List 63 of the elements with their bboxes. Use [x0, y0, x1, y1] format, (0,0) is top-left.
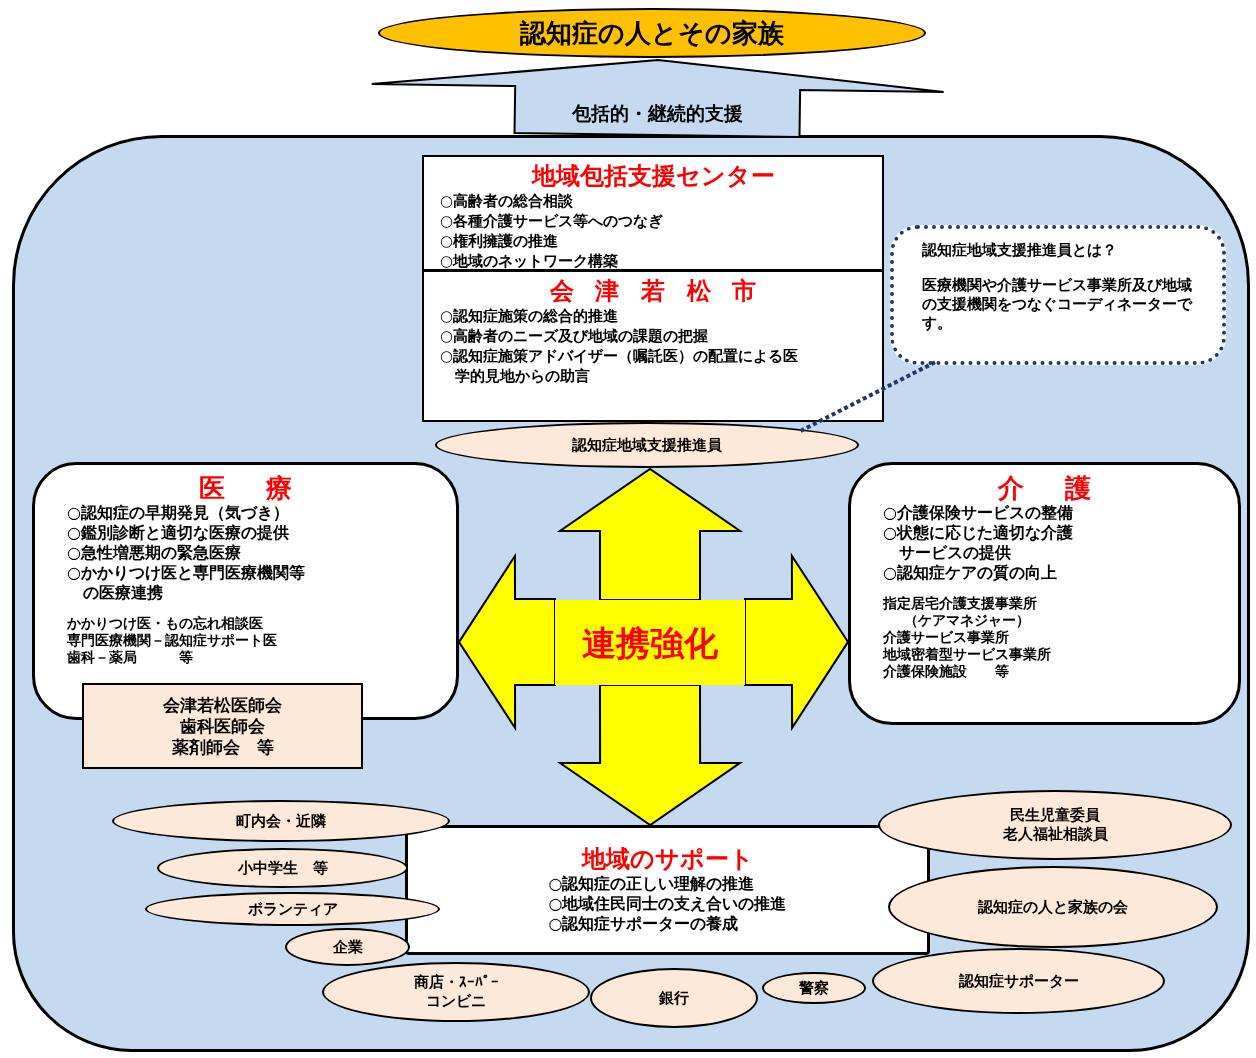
- bullet-item: ○認知症施策の総合的推進: [440, 306, 620, 326]
- oval-text: 警察: [799, 978, 829, 998]
- block-arrow: [556, 467, 744, 601]
- panel-heading: 医療: [197, 473, 334, 503]
- panel-heading: 地域包括支援センター: [531, 161, 775, 191]
- organization-name: 会津若松医師会: [163, 694, 282, 716]
- bullet-item: ○認知症ケアの質の向上: [883, 563, 1058, 583]
- oval-text: 老人福祉相談員: [1002, 825, 1108, 844]
- leader-line: [799, 360, 936, 433]
- list-item: かかりつけ医・もの忘れ相談医: [67, 615, 264, 632]
- oval-text: 認知症の人と家族の会: [978, 897, 1128, 917]
- info-panel: [422, 270, 884, 422]
- arrow-hub: [555, 600, 745, 685]
- bullet-item: ○かかりつけ医と専門医療機関等の医療連携: [67, 563, 306, 603]
- panel-heading: 介護: [996, 473, 1133, 503]
- organization-panel: [82, 683, 363, 769]
- bullet-item: ○状態に応じた適切な介護サービスの提供: [883, 523, 1074, 563]
- bullet-item: ○認知症施策アドバイザー（嘱託医）の配置による医学的見地からの助言: [440, 346, 800, 386]
- bubble-heading: 認知症地域支援推進員とは？: [922, 241, 1118, 260]
- info-panel: [848, 462, 1241, 725]
- bullet-item: ○介護保険サービスの整備: [883, 503, 1074, 523]
- bullet-item: ○各種介護サービス等へのつなぎ: [440, 211, 665, 231]
- bullet-item: ○地域住民同士の支え合いの推進: [548, 894, 787, 914]
- oval-text: 銀行: [659, 988, 689, 1008]
- list-item: 介護保険施設 等: [883, 663, 1010, 680]
- speech-bubble: [890, 225, 1226, 365]
- bullet-item: ○急性増悪期の緊急医療: [67, 543, 242, 563]
- bubble-text: 医療機関や介護サービス事業所及び地域の支援機関をつなぐコーディネーターです。: [922, 276, 1194, 333]
- oval-text: ボランティア: [247, 899, 338, 919]
- oval-text: 町内会・近隣: [236, 811, 326, 831]
- bullet-item: ○高齢者のニーズ及び地域の課題の把握: [440, 326, 710, 346]
- oval-tag: [285, 928, 410, 966]
- block-arrow: [556, 683, 744, 827]
- info-panel: [422, 155, 884, 271]
- oval-text: 認知症地域支援推進員: [572, 435, 722, 455]
- oval-text: コンビニ: [426, 992, 486, 1011]
- panel-heading: 会津若松市: [548, 276, 778, 306]
- list-item: 地域密着型サービス事業所: [883, 646, 1051, 663]
- bullet-item: ○鑑別診断と適切な医療の提供: [67, 523, 290, 543]
- bullet-item: ○地域のネットワーク構築: [440, 251, 620, 271]
- list-item: 指定居宅介護支援事業所（ケアマネジャー）: [883, 595, 1038, 629]
- oval-text: 商店・ｽｰﾊﾟｰ: [413, 973, 499, 992]
- panel-heading: 地域のサポート: [581, 844, 754, 874]
- organization-name: 歯科医師会: [180, 715, 265, 737]
- list-item: 専門医療機関－認知症サポート医: [67, 632, 278, 649]
- organization-name: 薬剤師会 等: [171, 736, 274, 758]
- oval-text: 小中学生 等: [237, 858, 328, 878]
- oval-text: 民生児童委員: [1010, 806, 1100, 825]
- block-arrow: [744, 552, 850, 732]
- title-text: 認知症の人とその家族: [520, 16, 784, 50]
- list-item: 歯科－薬局 等: [67, 649, 194, 666]
- bullet-item: ○権利擁護の推進: [440, 231, 560, 251]
- info-panel: [405, 825, 930, 955]
- bullet-item: ○認知症サポーターの養成: [548, 914, 740, 934]
- bullet-item: ○認知症の早期発見（気づき）: [67, 503, 290, 523]
- bullet-item: ○高齢者の総合相談: [440, 191, 575, 211]
- oval-tag: [157, 848, 408, 888]
- block-arrow: [457, 552, 556, 732]
- hub-label: 連携強化: [582, 625, 718, 660]
- list-item: 介護サービス事業所: [883, 629, 1010, 646]
- oval-text: 認知症サポーター: [958, 971, 1079, 991]
- oval-text: 企業: [332, 937, 363, 957]
- bullet-item: ○認知症の正しい理解の推進: [548, 874, 756, 894]
